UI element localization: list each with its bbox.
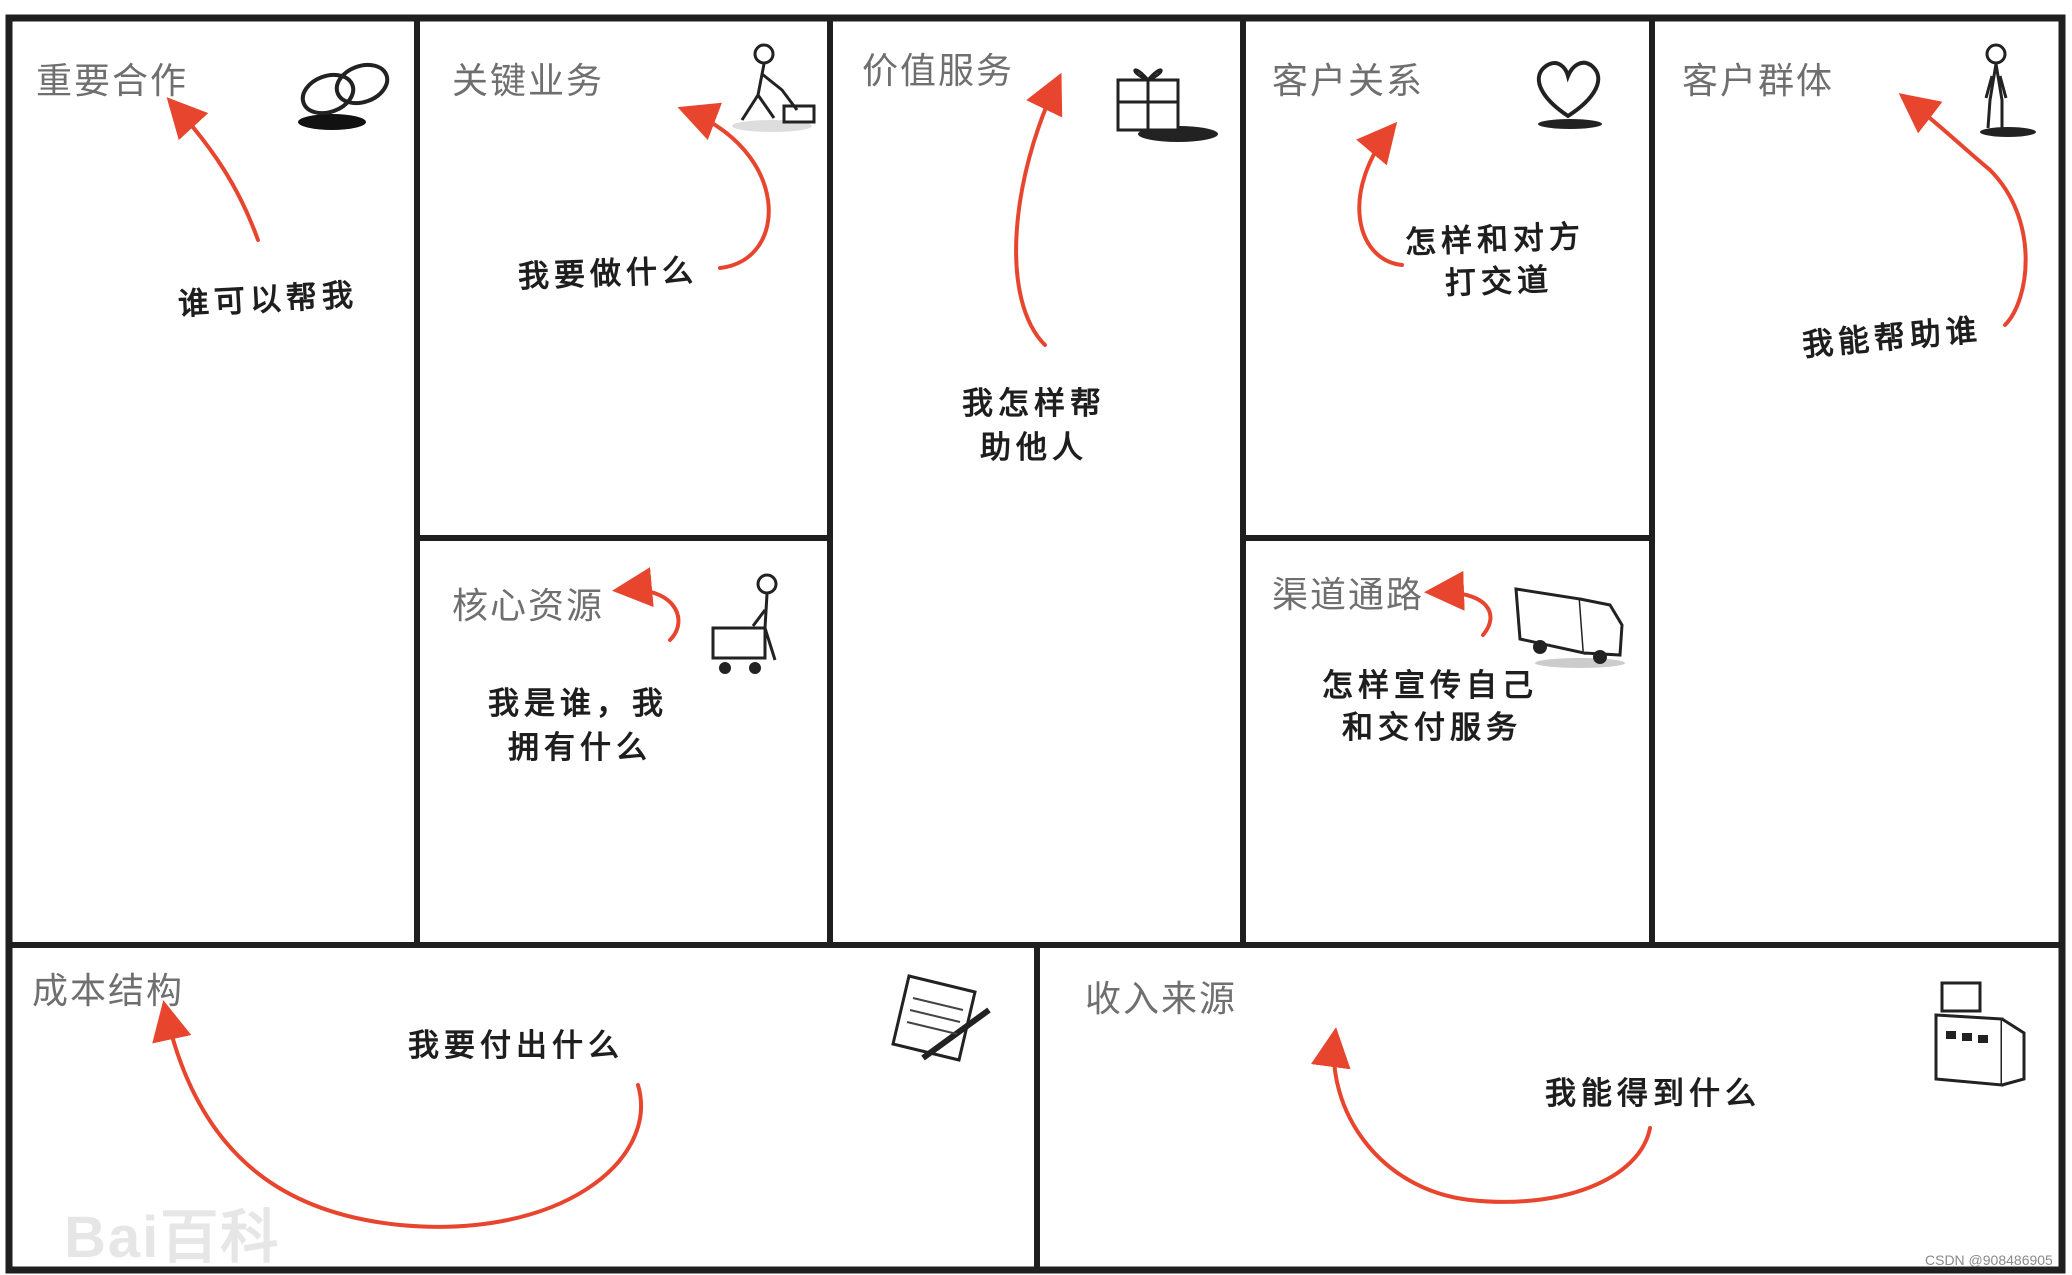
- value-propositions-question-line1: 我怎样帮: [962, 386, 1106, 422]
- chain-links-icon: [298, 62, 390, 130]
- value-propositions-title: 价值服务: [862, 51, 1015, 92]
- arrow-customer-relationships: [1356, 121, 1404, 267]
- cost-structure-title: 成本结构: [32, 971, 185, 1012]
- document-icon: [891, 974, 991, 1062]
- grid-lines: [9, 18, 2062, 1270]
- arrow-customer-segments: [1898, 93, 2028, 327]
- watermark: Bai百科: [64, 1205, 281, 1270]
- customer-relationships-question-line1: 怎样和对方: [1404, 218, 1586, 262]
- arrow-revenue-streams: [1310, 1027, 1652, 1204]
- value-propositions-question-line2: 助他人: [980, 430, 1088, 466]
- arrow-key-activities: [677, 102, 771, 270]
- customer-segments-title: 客户群体: [1682, 61, 1835, 102]
- revenue-streams-question: 我能得到什么: [1545, 1076, 1761, 1112]
- cost-structure-question: 我要付出什么: [408, 1028, 624, 1064]
- key-partners-question: 谁可以帮我: [177, 277, 359, 323]
- worker-icon: [732, 43, 816, 132]
- heart-icon: [1536, 60, 1602, 129]
- key-activities-title: 关键业务: [452, 61, 605, 102]
- channels-question-line2: 和交付服务: [1342, 710, 1522, 746]
- key-resources-question-line2: 拥有什么: [508, 730, 652, 766]
- key-activities-question: 我要做什么: [517, 252, 699, 296]
- arrow-key-resources: [612, 567, 681, 642]
- cart-worker-icon: [711, 573, 778, 674]
- cash-register-icon: [1934, 981, 2026, 1087]
- revenue-streams-title: 收入来源: [1085, 979, 1238, 1020]
- channels-title: 渠道通路: [1272, 575, 1425, 616]
- key-partners-title: 重要合作: [36, 61, 189, 102]
- channels-question-line1: 怎样宣传自己: [1322, 668, 1538, 704]
- customer-relationships-title: 客户关系: [1272, 61, 1425, 102]
- arrow-key-partners: [166, 97, 260, 242]
- gift-box-icon: [1116, 68, 1218, 142]
- key-resources-title: 核心资源: [452, 586, 605, 627]
- credit-text: CSDN @908486905: [1925, 1252, 2053, 1268]
- person-icon: [1980, 43, 2036, 137]
- arrow-channels: [1424, 570, 1493, 637]
- customer-relationships-question-line2: 打交道: [1444, 262, 1554, 302]
- key-resources-question-line1: 我是谁，我: [488, 686, 668, 722]
- arrow-cost-structure: [152, 1000, 643, 1229]
- arrow-value-propositions: [1014, 72, 1063, 347]
- truck-icon: [1514, 587, 1625, 668]
